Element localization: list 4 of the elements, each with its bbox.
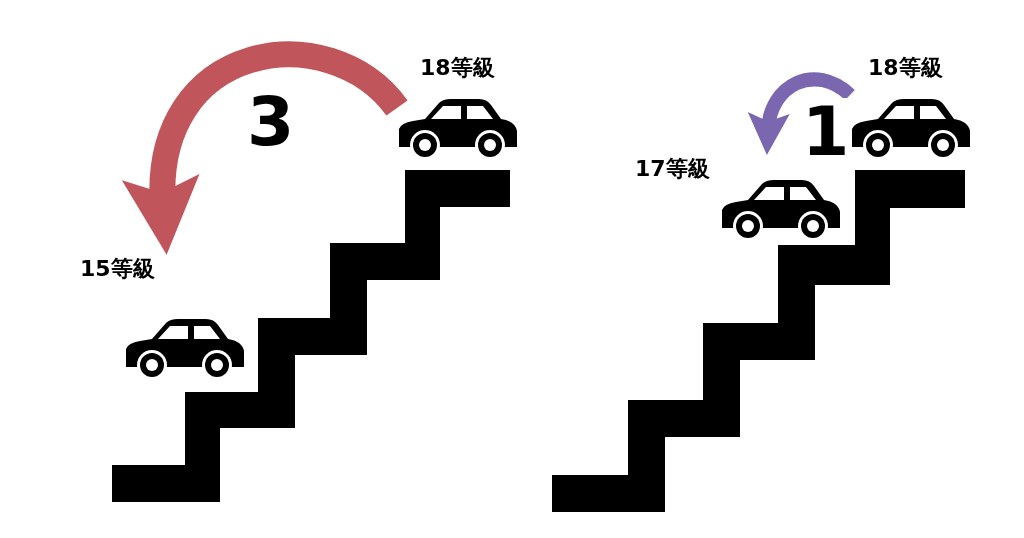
grade-label: 18等級 — [420, 57, 495, 79]
grade-label: 17等級 — [635, 158, 710, 180]
grade-label: 18等級 — [868, 57, 943, 79]
grade-label: 15等級 — [80, 258, 155, 280]
